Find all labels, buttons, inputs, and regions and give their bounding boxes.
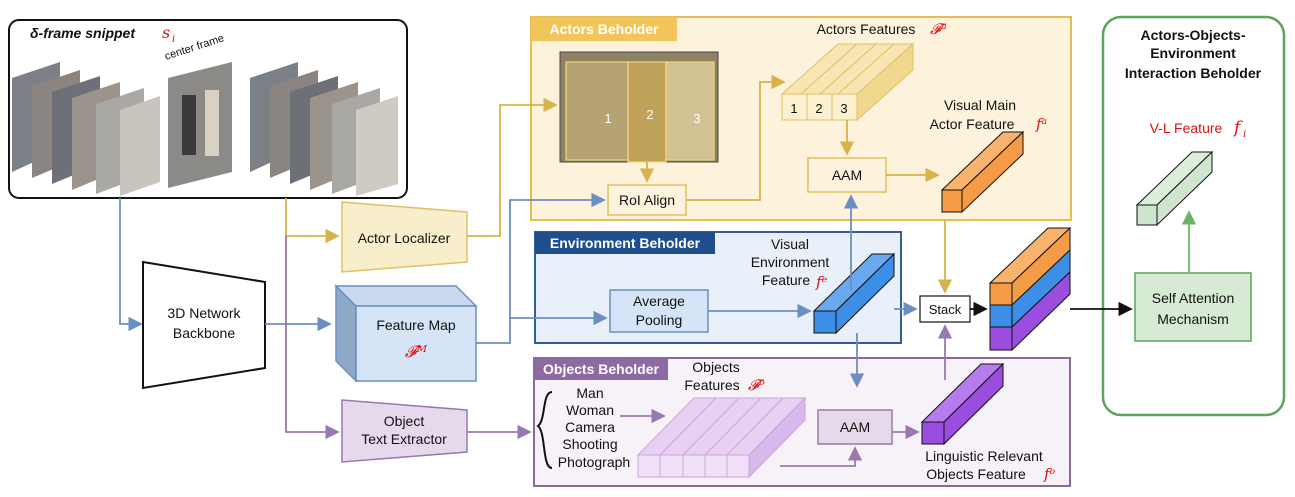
vl-feature-bar [1135, 150, 1214, 227]
avg-line1: Average [633, 293, 685, 309]
actor-localizer: Actor Localizer [341, 201, 468, 273]
env-feature-line1: Visual [771, 236, 809, 252]
main-actor-feature-bar [940, 130, 1025, 214]
vl-feature-label: V-L Feature [1150, 120, 1223, 136]
actors-beholder-panel: Actors Beholder 1 2 3 Actors Features 𝓕ᵃ [530, 16, 1072, 221]
env-feature-line3: Feature [762, 272, 810, 288]
attention-line2: Mechanism [1157, 311, 1229, 327]
frame-label-2: 2 [646, 107, 653, 122]
obj-feature-symbol: fᵒ [1043, 465, 1056, 483]
backbone-line1: 3D Network [167, 305, 241, 321]
objects-features-line1: Objects [692, 359, 739, 375]
interaction-title-2: Environment [1150, 45, 1236, 61]
vl-feature-symbol: f [1232, 118, 1243, 138]
environment-beholder-title: Environment Beholder [550, 235, 701, 251]
environment-feature-bar [812, 252, 896, 335]
avg-line2: Pooling [636, 312, 683, 328]
frame-stack-right [250, 62, 398, 196]
main-feature-line1: Visual Main [944, 97, 1016, 113]
vl-feature-subscript: i [1243, 129, 1246, 140]
backbone-block: 3D Network Backbone [142, 260, 266, 390]
interaction-title-3: Interaction Beholder [1125, 65, 1262, 81]
attention-line1: Self Attention [1152, 290, 1235, 306]
roi-align-box: RoI Align [607, 184, 687, 216]
actors-features-label: Actors Features [817, 21, 916, 37]
aam-actors-box: AAM [807, 157, 887, 193]
obj-feature-line2: Objects Feature [926, 466, 1026, 482]
aam-actors-label: AAM [832, 167, 862, 183]
ote-line1: Object [384, 413, 425, 429]
object-item-3: Camera [565, 419, 615, 435]
actors-frame-image: 1 2 3 [559, 51, 719, 163]
self-attention-box: Self Attention Mechanism [1134, 272, 1252, 342]
interaction-title-1: Actors-Objects- [1140, 27, 1245, 43]
stack-label: Stack [929, 302, 962, 317]
average-pooling-box: Average Pooling [609, 289, 709, 333]
feature-map-cube: Feature Map 𝓕ᴹ [334, 284, 478, 383]
snippet-title: δ-frame snippet [30, 25, 136, 41]
frame-stack-left [12, 62, 160, 196]
env-feature-line2: Environment [751, 254, 830, 270]
objects-feature-bar [920, 362, 1005, 446]
aam-objects-label: AAM [840, 419, 870, 435]
actors-beholder-title: Actors Beholder [550, 21, 659, 37]
objects-beholder-title: Objects Beholder [543, 361, 659, 377]
stack-box: Stack [919, 295, 971, 323]
snippet-panel: δ-frame snippet s i center frame [8, 19, 408, 199]
object-item-2: Woman [566, 402, 614, 418]
frame-label-3: 3 [693, 111, 700, 126]
object-item-5: Photograph [558, 454, 630, 470]
feature-map-symbol: 𝓕ᴹ [405, 342, 428, 361]
actor-cell-2: 2 [815, 101, 822, 116]
stacked-tensor [988, 226, 1072, 352]
objects-features-tensor [636, 396, 807, 479]
actor-localizer-label: Actor Localizer [358, 230, 451, 246]
roi-align-label: RoI Align [619, 192, 675, 208]
object-item-1: Man [576, 385, 603, 401]
snippet-symbol: s [162, 23, 170, 42]
actor-cell-1: 1 [790, 101, 797, 116]
feature-map-label: Feature Map [376, 317, 456, 333]
actors-features-tensor: 1 2 3 [780, 42, 915, 122]
object-item-4: Shooting [562, 436, 617, 452]
objects-features-symbol: 𝓕ᵒ [748, 376, 765, 394]
main-feature-symbol: fᵃ [1035, 115, 1047, 133]
frame-label-1: 1 [604, 111, 611, 126]
aam-objects-box: AAM [817, 409, 893, 445]
connectors [119, 74, 1197, 467]
actor-cell-3: 3 [840, 101, 847, 116]
objects-features-line2: Features [684, 377, 739, 393]
ote-line2: Text Extractor [361, 431, 447, 447]
main-feature-line2: Actor Feature [930, 116, 1015, 132]
obj-feature-line1: Linguistic Relevant [925, 448, 1043, 464]
actors-features-symbol: 𝓕ᵃ [930, 20, 947, 38]
objects-beholder-panel: Objects Beholder Man Woman Camera Shooti… [533, 357, 1071, 487]
object-text-extractor: Object Text Extractor [341, 399, 468, 463]
interaction-beholder-panel: Actors-Objects- Environment Interaction … [1101, 15, 1286, 417]
snippet-subscript: i [172, 34, 175, 45]
backbone-line2: Backbone [173, 325, 235, 341]
env-feature-symbol: fᵉ [815, 273, 828, 291]
center-frame-image [168, 62, 232, 188]
